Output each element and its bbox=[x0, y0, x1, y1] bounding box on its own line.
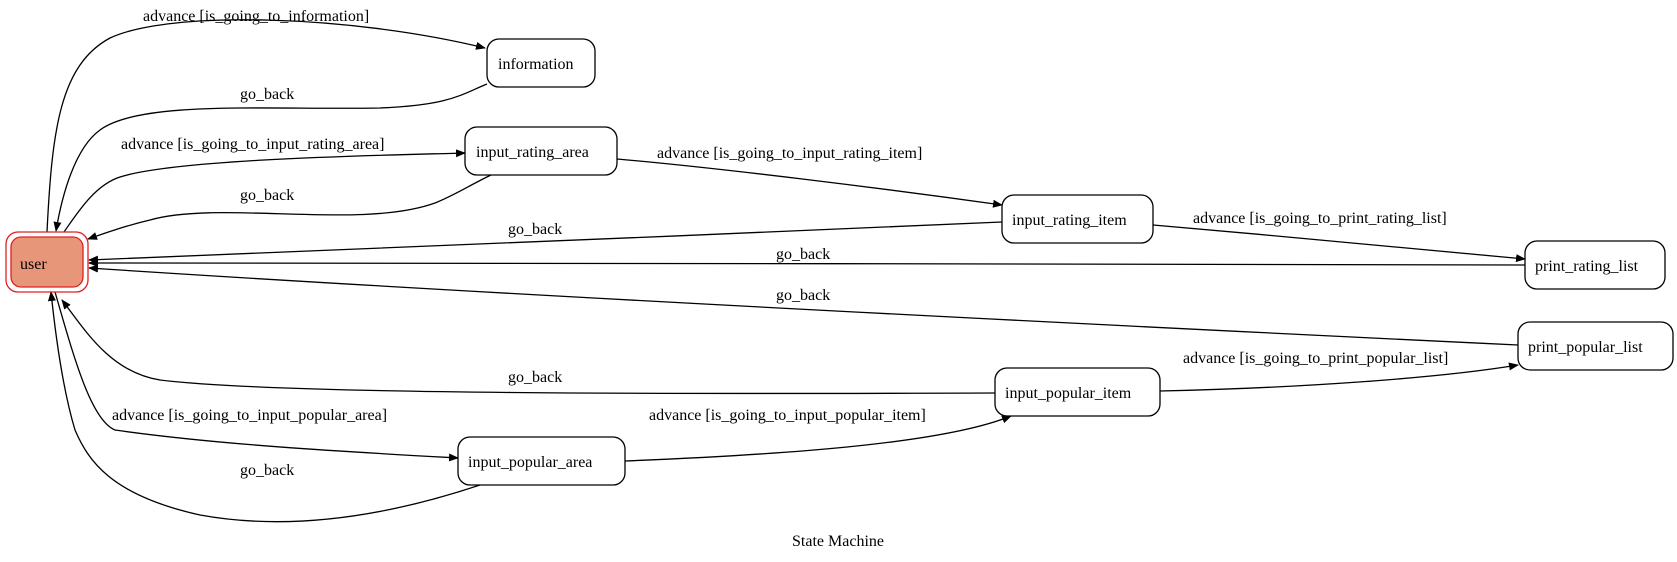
node-input-popular-item[interactable]: input_popular_item bbox=[994, 367, 1161, 417]
node-input-rating-area[interactable]: input_rating_area bbox=[464, 126, 618, 176]
node-information[interactable]: information bbox=[486, 38, 596, 88]
edge-label: advance [is_going_to_information] bbox=[143, 8, 369, 25]
edge-label: go_back bbox=[240, 187, 294, 204]
edge-label: go_back bbox=[240, 86, 294, 103]
node-label: input_popular_area bbox=[468, 454, 592, 471]
edge-label: go_back bbox=[776, 287, 830, 304]
node-label: user bbox=[20, 256, 47, 273]
initial-node-fill bbox=[10, 236, 84, 288]
node-input-popular-area[interactable]: input_popular_area bbox=[457, 436, 626, 486]
edge-print-popular-list-back: go_back bbox=[88, 264, 1519, 346]
edge-label: advance [is_going_to_input_popular_item] bbox=[649, 407, 926, 424]
node-print-popular-list[interactable]: print_popular_list bbox=[1517, 321, 1674, 371]
edge-print-rating-list-back: go_back bbox=[88, 246, 1526, 268]
node-label: input_rating_item bbox=[1012, 212, 1127, 229]
node-input-rating-item[interactable]: input_rating_item bbox=[1001, 194, 1154, 244]
edge-input-popular-item-to-print: advance [is_going_to_print_popular_list] bbox=[1159, 350, 1519, 392]
node-user[interactable]: user bbox=[5, 231, 89, 293]
edge-input-popular-item-back: go_back bbox=[61, 299, 996, 395]
diagram-caption: State Machine bbox=[792, 533, 884, 550]
edge-label: go_back bbox=[240, 462, 294, 479]
edge-input-popular-area-back: go_back bbox=[47, 291, 481, 523]
edge-user-to-input-popular-area: advance [is_going_to_input_popular_area] bbox=[54, 291, 459, 462]
edge-input-rating-item-to-print: advance [is_going_to_print_rating_list] bbox=[1152, 210, 1526, 263]
edge-label: advance [is_going_to_input_rating_area] bbox=[121, 136, 384, 153]
edge-input-rating-item-back: go_back bbox=[88, 221, 1003, 264]
edge-label: go_back bbox=[776, 246, 830, 263]
node-label: input_popular_item bbox=[1005, 385, 1132, 402]
edge-user-to-information: advance [is_going_to_information] bbox=[46, 8, 486, 233]
node-label: print_rating_list bbox=[1535, 258, 1639, 275]
edge-user-to-input-rating-area: advance [is_going_to_input_rating_area] bbox=[63, 136, 466, 233]
node-print-rating-list[interactable]: print_rating_list bbox=[1524, 240, 1666, 290]
edge-input-rating-area-back: go_back bbox=[87, 173, 494, 240]
edge-label: advance [is_going_to_print_rating_list] bbox=[1193, 210, 1447, 227]
node-label: input_rating_area bbox=[476, 144, 589, 161]
node-label: information bbox=[498, 56, 574, 73]
edge-input-popular-area-to-item: advance [is_going_to_input_popular_item] bbox=[624, 407, 1012, 462]
edge-label: go_back bbox=[508, 369, 562, 386]
edge-label: advance [is_going_to_print_popular_list] bbox=[1183, 350, 1448, 367]
edge-label: go_back bbox=[508, 221, 562, 238]
edge-label: advance [is_going_to_input_rating_item] bbox=[657, 145, 922, 162]
node-label: print_popular_list bbox=[1528, 339, 1643, 356]
edge-label: advance [is_going_to_input_popular_area] bbox=[112, 407, 387, 424]
edge-input-rating-area-to-item: advance [is_going_to_input_rating_item] bbox=[616, 145, 1003, 208]
edge-information-back: go_back bbox=[53, 83, 488, 232]
